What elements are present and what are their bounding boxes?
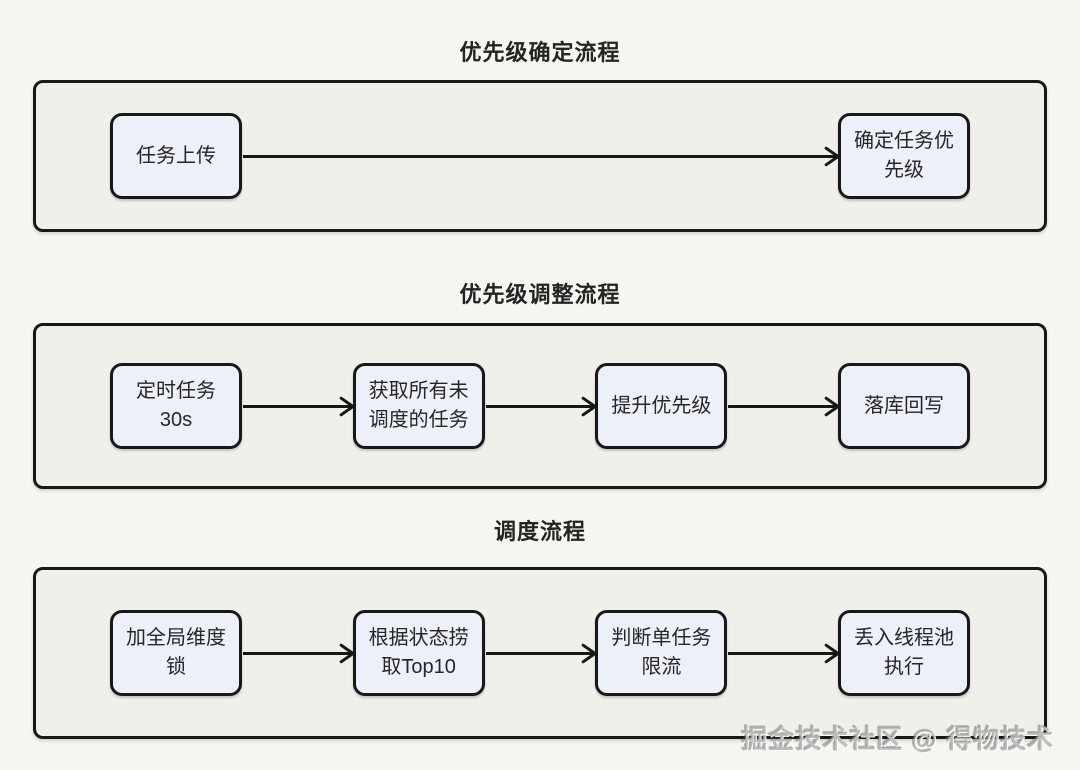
flow-panel-priority-adjustment: 定时任务 30s 获取所有未 调度的任务 提升优先级 落库回写: [33, 323, 1047, 489]
arrow-right-connector: [485, 651, 595, 655]
arrow-right-connector: [485, 404, 595, 408]
flow-panel-scheduling: 加全局维度 锁 根据状态捞 取Top10 判断单任务 限流 丢入线程池 执行: [33, 567, 1047, 739]
section-title-priority-determination: 优先级确定流程: [459, 40, 621, 65]
section-title-priority-adjustment: 优先级调整流程: [459, 282, 621, 307]
flow-node-submit-to-thread-pool: 丢入线程池 执行: [838, 610, 971, 696]
arrow-right-connector: [728, 651, 838, 655]
arrow-right-connector: [243, 404, 352, 408]
flow-node-fetch-unscheduled-tasks: 获取所有未 调度的任务: [352, 363, 485, 449]
flow-panel-priority-determination: 任务上传 确定任务优 先级: [33, 80, 1047, 232]
section-priority-determination: 优先级确定流程 任务上传 确定任务优 先级: [0, 0, 1080, 232]
flow-node-global-lock: 加全局维度 锁: [110, 610, 242, 696]
flow-node-single-task-rate-limit: 判断单任务 限流: [595, 610, 728, 696]
arrow-right-connector: [243, 651, 352, 655]
flow-node-determine-priority: 确定任务优 先级: [838, 113, 970, 199]
arrow-right-connector: [728, 404, 838, 408]
section-priority-adjustment: 优先级调整流程 定时任务 30s 获取所有未 调度的任务 提升优先级 落库回写: [0, 232, 1080, 489]
section-scheduling: 调度流程 加全局维度 锁 根据状态捞 取Top10 判断单任务 限流 丢入线程池…: [0, 489, 1080, 739]
arrow-right-connector: [243, 154, 837, 158]
flow-node-task-upload: 任务上传: [110, 113, 242, 199]
flow-node-write-back-db: 落库回写: [838, 363, 971, 449]
flow-node-timed-task-30s: 定时任务 30s: [110, 363, 242, 449]
section-title-scheduling: 调度流程: [493, 519, 586, 544]
flow-node-fetch-top10-by-status: 根据状态捞 取Top10: [352, 610, 485, 696]
flow-node-raise-priority: 提升优先级: [595, 363, 728, 449]
